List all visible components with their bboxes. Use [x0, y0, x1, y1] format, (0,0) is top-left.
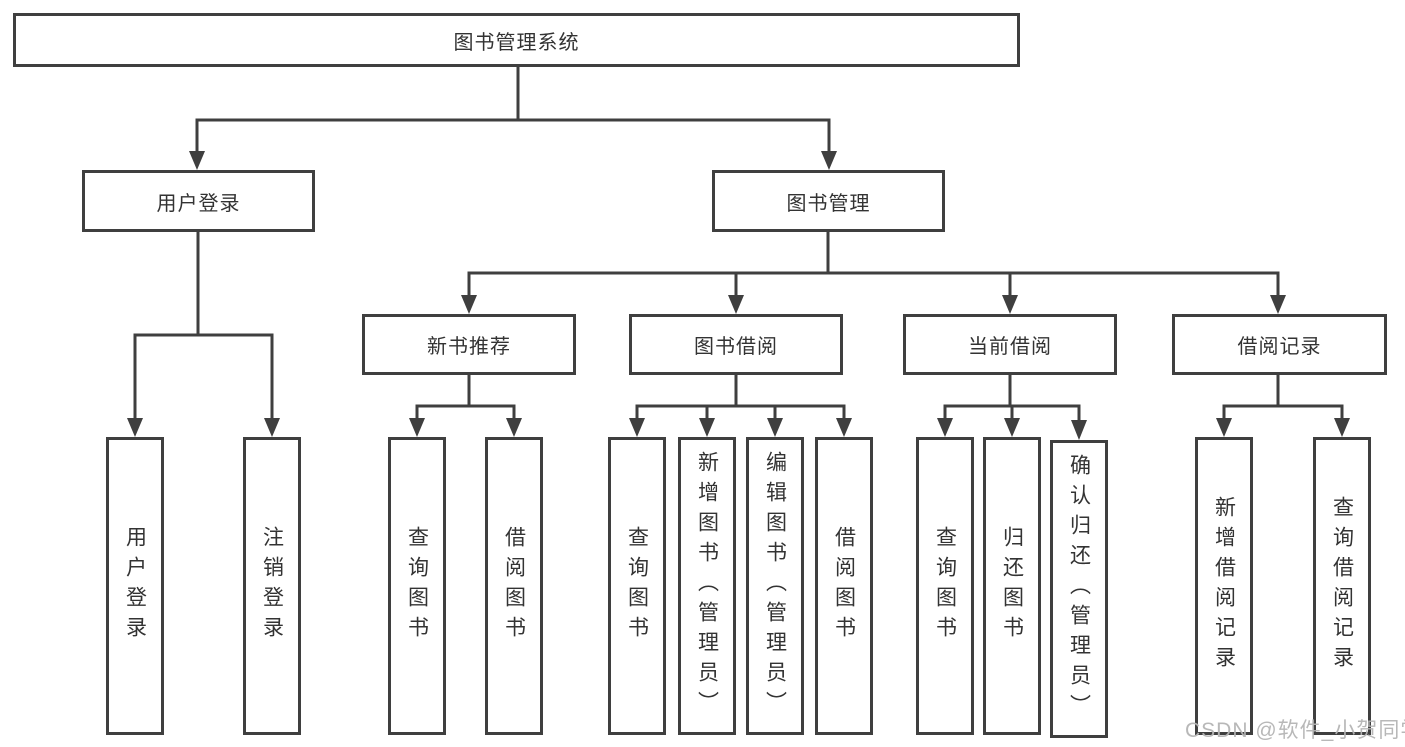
leaf-confirm-return-admin: 确认归还（管理员）: [1050, 440, 1108, 738]
node-new-book-recommend: 新书推荐: [362, 314, 576, 375]
leaf-add-books-admin: 新增图书（管理员）: [678, 437, 736, 735]
leaf-logout-label: 注销登录: [260, 526, 284, 646]
leaf-borrow-books: 借阅图书: [815, 437, 873, 735]
node-new-book-recommend-label: 新书推荐: [427, 336, 511, 358]
node-book-borrowing: 图书借阅: [629, 314, 843, 375]
leaf-confirm-return-admin-label: 确认归还（管理员）: [1067, 454, 1091, 724]
leaf-return-books: 归还图书: [983, 437, 1041, 735]
node-current-borrowing-label: 当前借阅: [968, 336, 1052, 358]
node-borrowing-records-label: 借阅记录: [1237, 336, 1322, 358]
node-root-label: 图书管理系统: [453, 31, 580, 54]
csdn-watermark: CSDN @软件_小贺同学: [1185, 719, 1405, 742]
leaf-borrow-books-recommend-label: 借阅图书: [502, 526, 526, 646]
node-root: 图书管理系统: [13, 13, 1020, 67]
leaf-query-books-borrowing-label: 查询图书: [625, 526, 649, 646]
node-current-borrowing: 当前借阅: [903, 314, 1117, 375]
leaf-add-borrow-record: 新增借阅记录: [1195, 437, 1253, 735]
leaf-borrow-books-recommend: 借阅图书: [485, 437, 543, 735]
leaf-edit-books-admin: 编辑图书（管理员）: [746, 437, 804, 735]
leaf-user-login: 用户登录: [106, 437, 164, 735]
leaf-query-books-borrowing: 查询图书: [608, 437, 666, 735]
leaf-query-borrow-record: 查询借阅记录: [1313, 437, 1371, 735]
leaf-query-books-recommend-label: 查询图书: [405, 526, 429, 646]
leaf-logout: 注销登录: [243, 437, 301, 735]
node-borrowing-records: 借阅记录: [1172, 314, 1387, 375]
node-book-management-label: 图书管理: [786, 192, 871, 215]
leaf-query-books-current-label: 查询图书: [933, 526, 957, 646]
leaf-add-borrow-record-label: 新增借阅记录: [1212, 496, 1236, 676]
leaf-user-login-label: 用户登录: [123, 526, 147, 646]
node-book-management: 图书管理: [712, 170, 945, 232]
leaf-edit-books-admin-label: 编辑图书（管理员）: [763, 451, 787, 721]
node-user-login: 用户登录: [82, 170, 315, 232]
leaf-return-books-label: 归还图书: [1000, 526, 1024, 646]
leaf-borrow-books-label: 借阅图书: [832, 526, 856, 646]
node-user-login-label: 用户登录: [156, 192, 241, 215]
leaf-query-books-recommend: 查询图书: [388, 437, 446, 735]
leaf-query-borrow-record-label: 查询借阅记录: [1330, 496, 1354, 676]
leaf-query-books-current: 查询图书: [916, 437, 974, 735]
leaf-add-books-admin-label: 新增图书（管理员）: [695, 451, 719, 721]
node-book-borrowing-label: 图书借阅: [694, 336, 778, 358]
